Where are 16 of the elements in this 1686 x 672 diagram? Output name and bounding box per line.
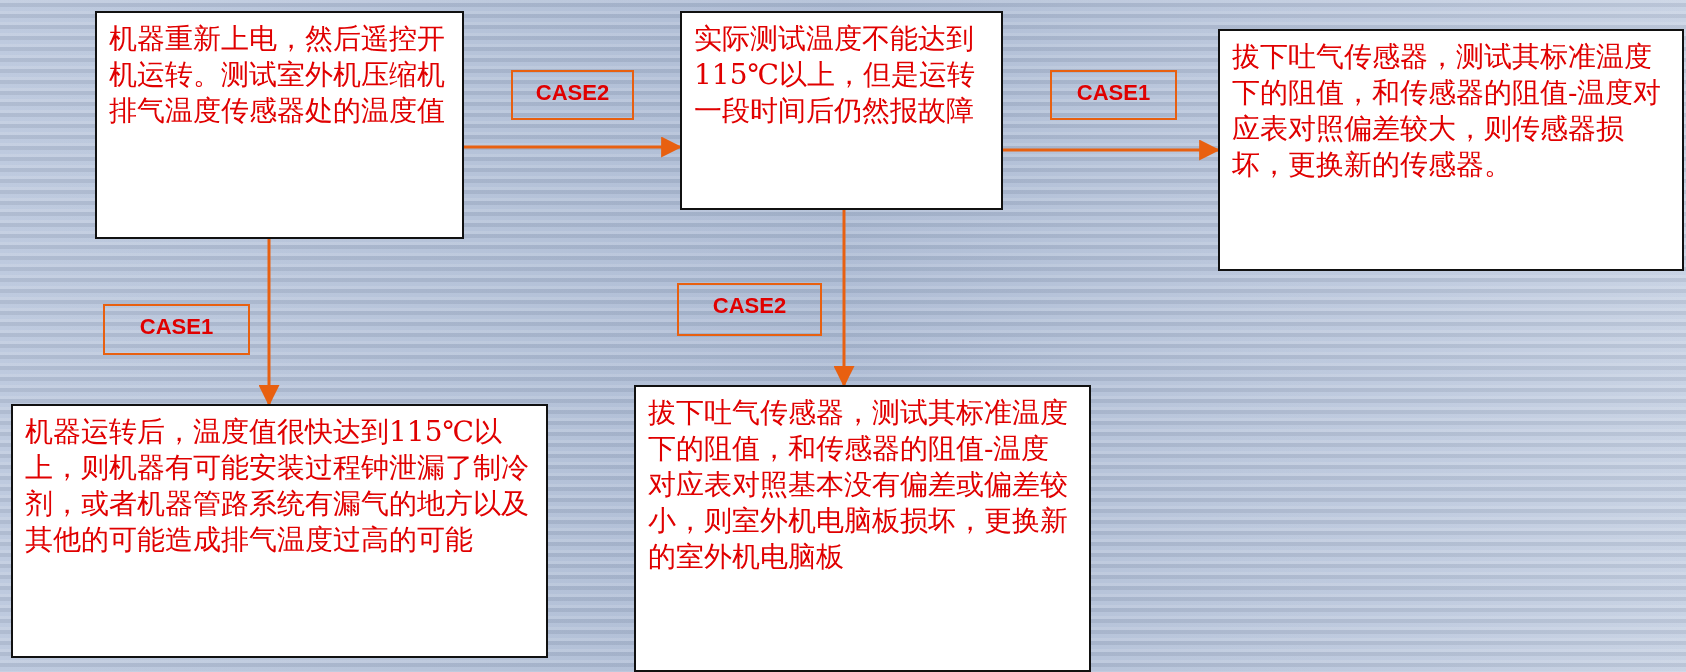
- case-label: CASE1: [103, 304, 250, 355]
- box-text: 拔下吐气传感器，测试其标准温度下的阻值，和传感器的阻值-温度对应表对照基本没有偏差或偏差较小，则室外机电脑板损坏，更换新的室外机电脑板: [648, 395, 1069, 575]
- text-box: [11, 404, 548, 658]
- arrow: [258, 239, 280, 407]
- box-text: 机器运转后，温度值很快达到115℃以上，则机器有可能安装过程钟泄漏了制冷剂，或者机器管路系统有漏气的地方以及其他的可能造成排气温度过高的可能: [25, 414, 530, 558]
- case-label: CASE2: [511, 70, 634, 120]
- text-box: [1218, 29, 1684, 271]
- arrow: [833, 210, 855, 388]
- box-text: 机器重新上电，然后遥控开机运转。测试室外机压缩机排气温度传感器处的温度值: [109, 21, 446, 129]
- box-text: 实际测试温度不能达到115℃以上，但是运转一段时间后仍然报故障: [694, 21, 976, 129]
- text-box: [680, 11, 1003, 210]
- case-label: CASE2: [677, 283, 822, 336]
- text-box: [95, 11, 464, 239]
- text-box: [634, 385, 1091, 672]
- case-label: CASE1: [1050, 70, 1177, 120]
- box-text: 拔下吐气传感器，测试其标准温度下的阻值，和传感器的阻值-温度对应表对照偏差较大，则传感器损坏，更换新的传感器。: [1232, 39, 1663, 183]
